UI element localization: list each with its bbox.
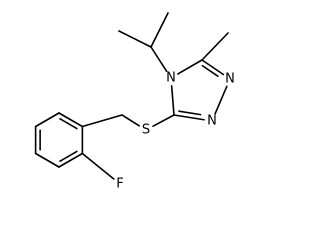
bond-ipr_ch-ipr_me2 (150, 12, 169, 48)
bond-a5-a6 (34, 152, 60, 168)
atom-label-n1: N (225, 72, 235, 87)
atom-label-s: S (142, 123, 150, 138)
bond-c5-methyl (201, 32, 229, 61)
bond-s-c3 (152, 114, 175, 128)
bond-a2-ch2 (81, 114, 123, 128)
bond-inner-a2-a3 (59, 117, 78, 130)
bond-a6-a1 (58, 152, 84, 168)
bond-n1-n2 (214, 85, 228, 115)
atom-label-n4: N (166, 71, 176, 86)
bond-a3-a4 (34, 112, 60, 128)
bond-n4-c5 (177, 59, 203, 75)
molecule-structure: S F N N N (34, 12, 235, 192)
bond-ch2-s (121, 114, 141, 127)
atom-labels-layer: S F N N N (116, 71, 235, 192)
bond-inner-n2-c3 (178, 110, 202, 116)
bond-n2-c3 (173, 114, 205, 121)
bond-a2-a3 (58, 112, 84, 128)
bond-ipr_ch-ipr_me1 (118, 30, 152, 48)
bonds-layer (34, 12, 229, 180)
bond-inner-a6-a1 (59, 150, 78, 163)
bond-c3-n4 (170, 85, 175, 116)
bond-n4-ipr_ch (150, 46, 168, 73)
atom-label-f: F (116, 177, 123, 192)
bond-a1-f (81, 152, 115, 180)
bond-inner-c5-n1 (201, 64, 219, 77)
atom-label-n2: N (207, 114, 217, 129)
bond-c5-n1 (201, 59, 225, 76)
